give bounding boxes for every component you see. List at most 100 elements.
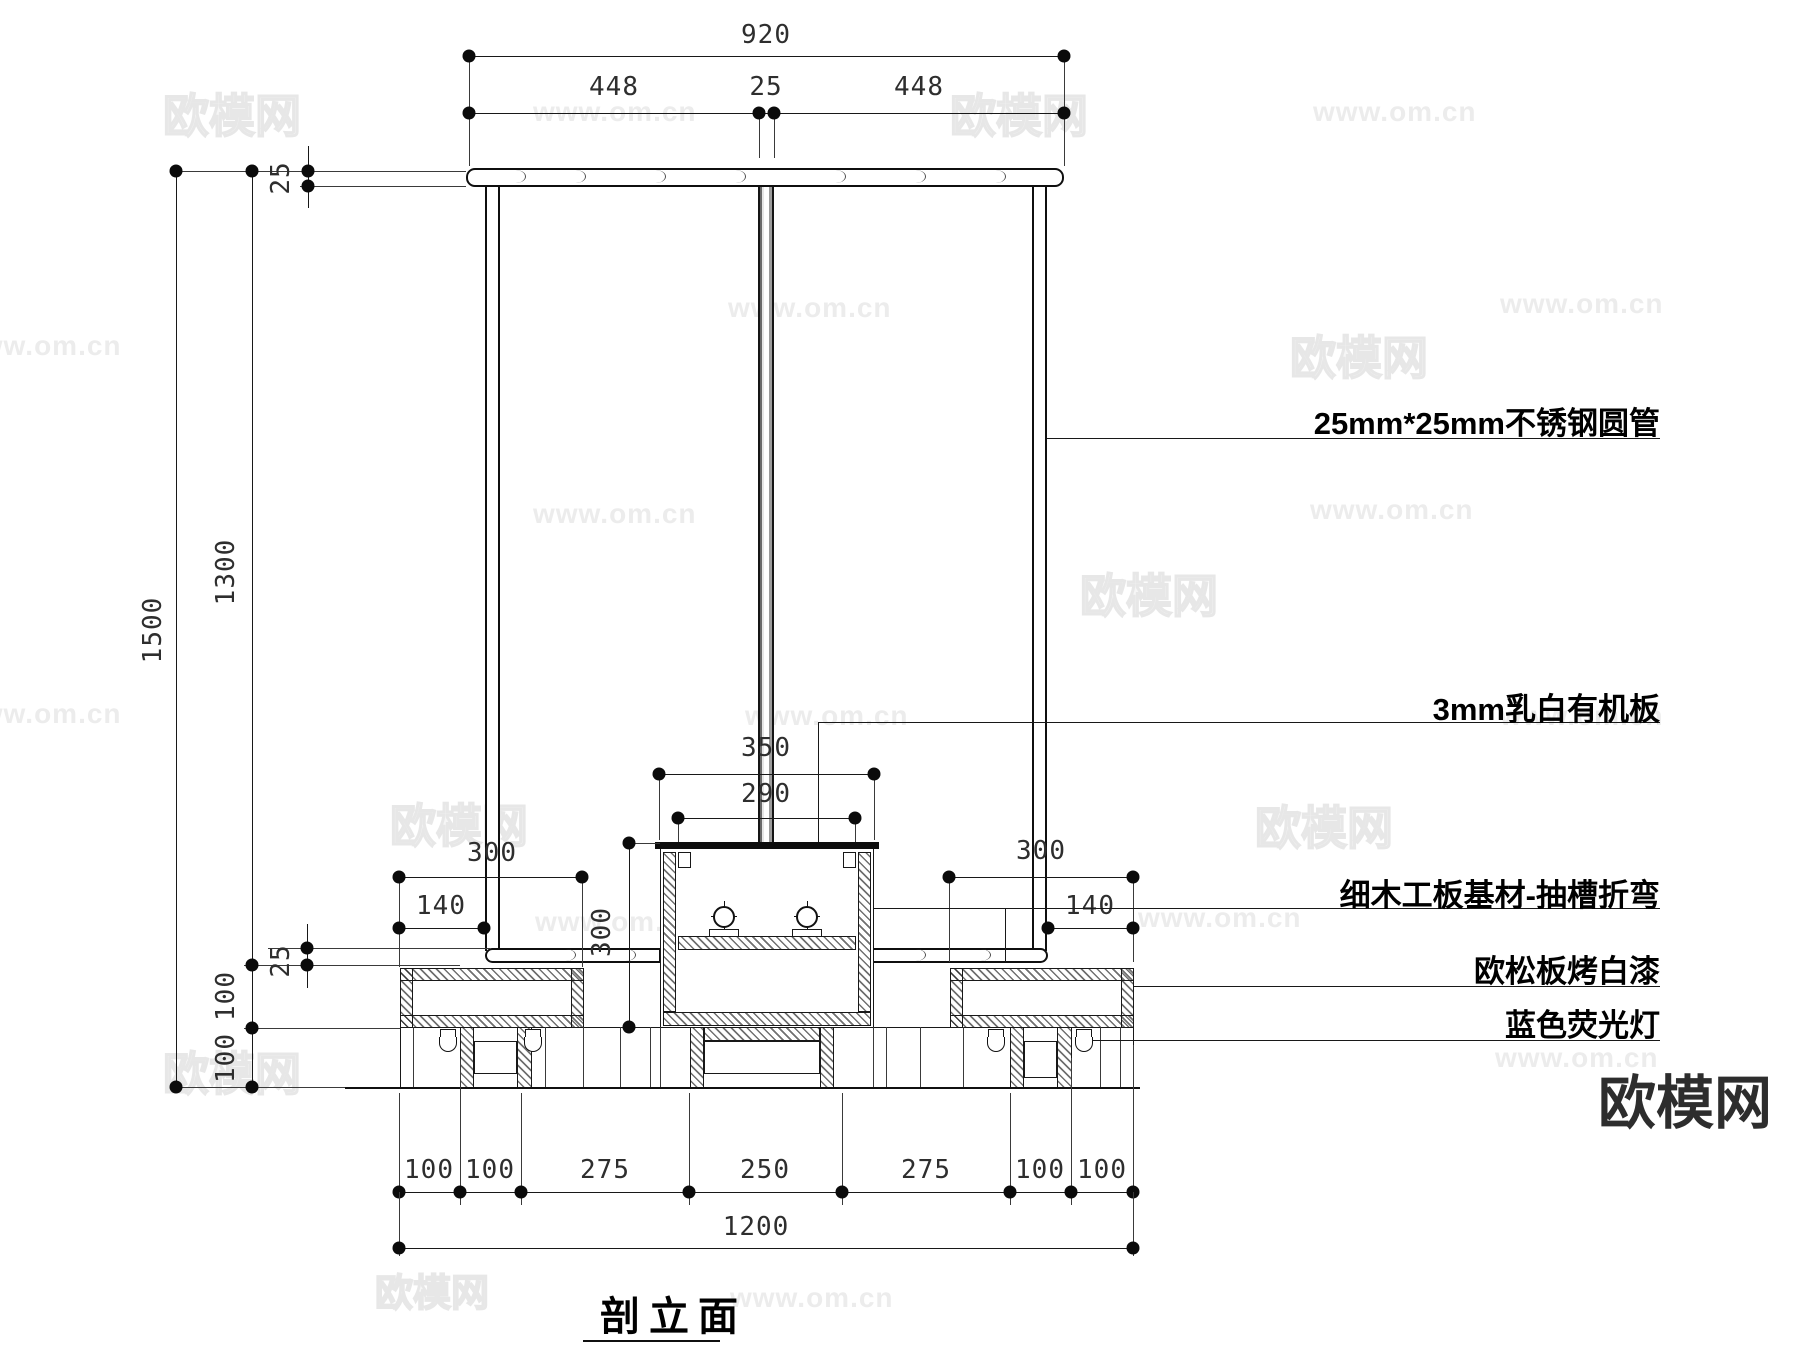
dim-line: [399, 877, 582, 878]
box-shelf-hatch: [678, 936, 856, 950]
dim-label-seg: 100: [1015, 1155, 1065, 1185]
dim-line: [1048, 928, 1133, 929]
box-right-wall-hatch: [858, 852, 871, 1012]
dim-label-300-right: 300: [1016, 836, 1066, 866]
url-watermark: www.om.cn: [1310, 494, 1474, 525]
dim-dot: [622, 1020, 636, 1034]
tube-arc-mark: [905, 170, 926, 183]
dim-ext: [1133, 1192, 1134, 1256]
leader-line: [1133, 986, 1660, 987]
base-column-hatch: [1057, 1027, 1072, 1089]
dim-ext: [1133, 1045, 1134, 1205]
dim-ext: [1010, 1093, 1011, 1205]
annotation-steel-tube: 25mm*25mm不锈钢圆管: [1313, 406, 1660, 441]
dim-line: [176, 171, 177, 1087]
dim-dot: [300, 958, 314, 972]
down-bolt-tip: [524, 1037, 542, 1052]
dim-dot: [622, 836, 636, 850]
ground-line: [345, 1087, 1140, 1089]
base-column-hatch: [460, 1027, 474, 1089]
dim-label-100-lower: 100: [211, 1033, 241, 1083]
annotation-blockboard: 细木工板基材-抽槽折弯: [1339, 878, 1660, 913]
light-niche: [474, 1041, 517, 1074]
dim-dot: [835, 1185, 849, 1199]
dim-ext: [399, 1093, 400, 1205]
url-watermark: www.om.cn: [728, 292, 892, 323]
dim-label-300-height: 300: [587, 907, 617, 957]
dim-label-25: 25: [749, 72, 783, 102]
down-bolt-tip: [987, 1037, 1005, 1052]
dim-dot: [392, 921, 406, 935]
bolt-base: [792, 929, 822, 937]
right-wing-cap: [1121, 968, 1134, 1028]
base-joint-line: [660, 1027, 661, 1089]
dim-label-seg: 275: [901, 1155, 951, 1185]
base-column-hatch: [820, 1027, 834, 1089]
dim-dot: [245, 1080, 259, 1094]
dim-line: [659, 774, 874, 775]
annotation-blue-light: 蓝色荧光灯: [1505, 1008, 1660, 1043]
bolt-head: [796, 906, 818, 928]
leader-line: [818, 722, 1660, 723]
base-center-hatch: [704, 1027, 820, 1041]
dim-dot: [942, 870, 956, 884]
tube-arc-mark: [985, 170, 1006, 183]
dim-dot: [1126, 1241, 1140, 1255]
dim-label-1200: 1200: [722, 1212, 790, 1242]
url-watermark: www.om.cn: [730, 1282, 894, 1313]
dim-dot: [392, 870, 406, 884]
dim-dot: [1057, 106, 1071, 120]
dim-ext: [268, 948, 490, 949]
bolt-head: [713, 906, 735, 928]
dim-dot: [301, 179, 315, 193]
center-niche: [704, 1041, 820, 1074]
right-wing-cap: [950, 968, 963, 1028]
dim-dot: [301, 164, 315, 178]
leader-line: [1005, 908, 1006, 962]
dim-dot: [1057, 49, 1071, 63]
down-bolt-tip: [1075, 1037, 1093, 1052]
top-steel-tube: [466, 168, 1064, 187]
brand-watermark: 欧模网: [1289, 331, 1429, 385]
dim-dot: [453, 1185, 467, 1199]
base-joint-line: [545, 1027, 546, 1089]
brand-watermark: 欧模网: [374, 1272, 490, 1316]
brand-watermark: 欧模网: [1254, 801, 1394, 855]
bottom-right-steel-tube: [872, 948, 1048, 963]
dim-label-seg: 250: [740, 1155, 790, 1185]
right-steel-tube: [1032, 185, 1047, 951]
dim-dot: [652, 767, 666, 781]
tube-arc-mark: [505, 170, 526, 183]
light-niche: [1024, 1041, 1057, 1078]
dim-ext: [855, 818, 856, 842]
base-joint-line: [620, 1027, 621, 1089]
dim-label-25-bottom: 25: [266, 944, 296, 978]
leader-line: [873, 908, 1660, 909]
dim-ext: [176, 171, 466, 172]
tube-arc-mark: [645, 170, 666, 183]
dim-ext: [244, 965, 460, 966]
dim-ext: [774, 113, 775, 158]
dim-dot: [867, 767, 881, 781]
tube-arc-mark: [555, 949, 576, 961]
tube-arc-mark: [615, 949, 636, 961]
dim-dot: [1041, 921, 1055, 935]
dim-label-290: 290: [741, 779, 791, 809]
dim-label-seg: 275: [580, 1155, 630, 1185]
dim-label-300-left: 300: [467, 838, 517, 868]
dim-line: [629, 843, 630, 1027]
drawing-title: 剖立面: [600, 1295, 747, 1339]
dim-ext: [399, 1192, 400, 1256]
dim-label-1300: 1300: [211, 538, 241, 606]
site-logo: 欧模网: [1598, 1071, 1773, 1136]
dim-label-140-right: 140: [1065, 891, 1115, 921]
tube-arc-mark: [725, 170, 746, 183]
dim-dot: [752, 106, 766, 120]
tube-arc-mark: [565, 170, 586, 183]
dim-dot: [245, 1021, 259, 1035]
dim-line: [469, 113, 1064, 114]
dim-dot: [575, 870, 589, 884]
base-column-hatch: [1010, 1027, 1024, 1089]
leader-line: [1092, 1040, 1660, 1041]
url-watermark: www.om.cn: [533, 498, 697, 529]
